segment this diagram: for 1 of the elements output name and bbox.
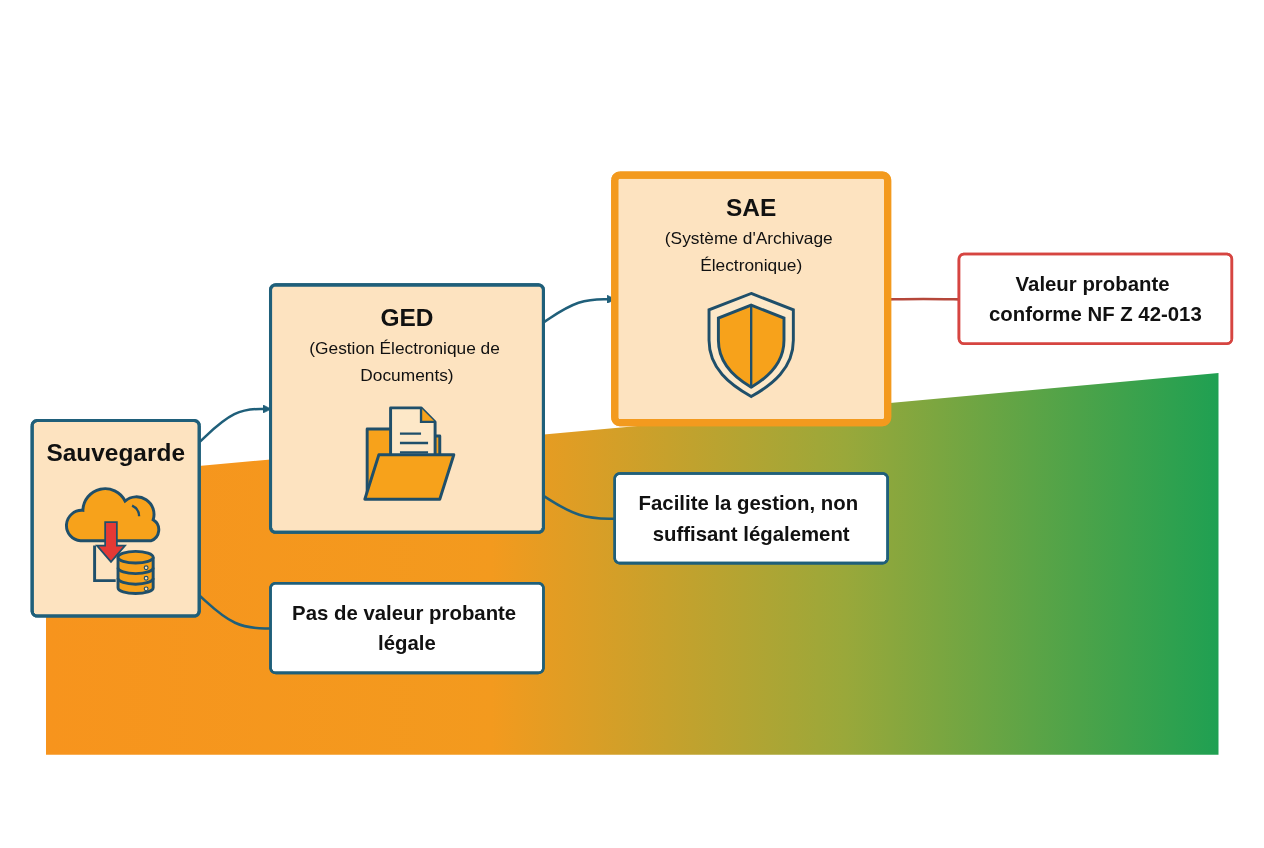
connector — [888, 297, 960, 301]
